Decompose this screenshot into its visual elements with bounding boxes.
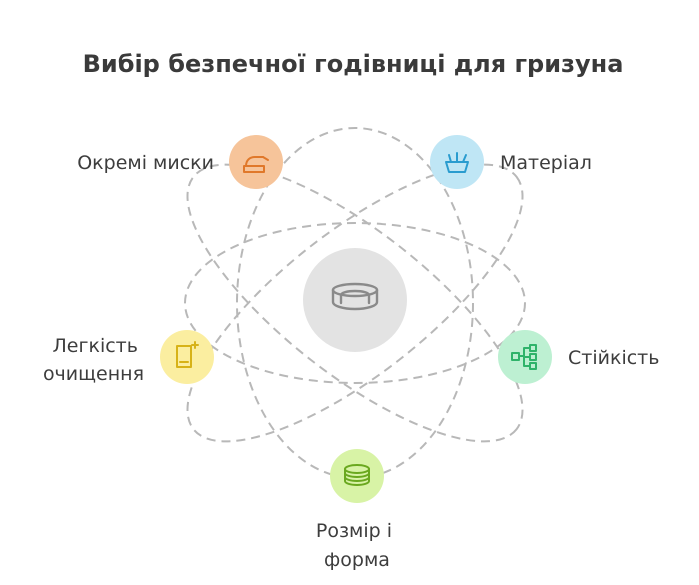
orbit-ellipse-3	[186, 163, 524, 443]
node-stiikist-label: Стійкість	[568, 347, 659, 369]
bowls-icon	[243, 156, 269, 173]
node-lehkist-ochyshchennia-label: Легкість очищення	[43, 335, 144, 385]
node-material: Матеріал	[430, 135, 592, 189]
stack-icon	[344, 464, 370, 486]
basket-icon	[445, 152, 469, 173]
node-okremi-msky-circle	[229, 135, 283, 189]
center-circle	[303, 248, 407, 352]
orbit-ellipse-4	[186, 163, 524, 443]
node-stiikist: Стійкість	[498, 330, 659, 384]
node-lehkist-ochyshchennia: Легкість очищення	[43, 330, 214, 385]
node-material-label: Матеріал	[500, 152, 592, 174]
node-okremi-msky: Окремі миски	[77, 135, 283, 189]
center-node	[303, 248, 407, 352]
node-lehkist-ochyshchennia-circle	[160, 330, 214, 384]
node-okremi-msky-label: Окремі миски	[77, 152, 214, 174]
node-rozmir-forma: Розмір і форма	[316, 449, 398, 571]
orbit-ellipse-1	[184, 222, 526, 384]
diagram-title: Вибір безпечної годівниці для гризуна	[83, 50, 624, 78]
network-icon	[511, 344, 537, 370]
feeder-bowl-icon	[331, 282, 379, 311]
node-rozmir-forma-label: Розмір і форма	[316, 520, 398, 571]
document-icon	[176, 341, 199, 368]
